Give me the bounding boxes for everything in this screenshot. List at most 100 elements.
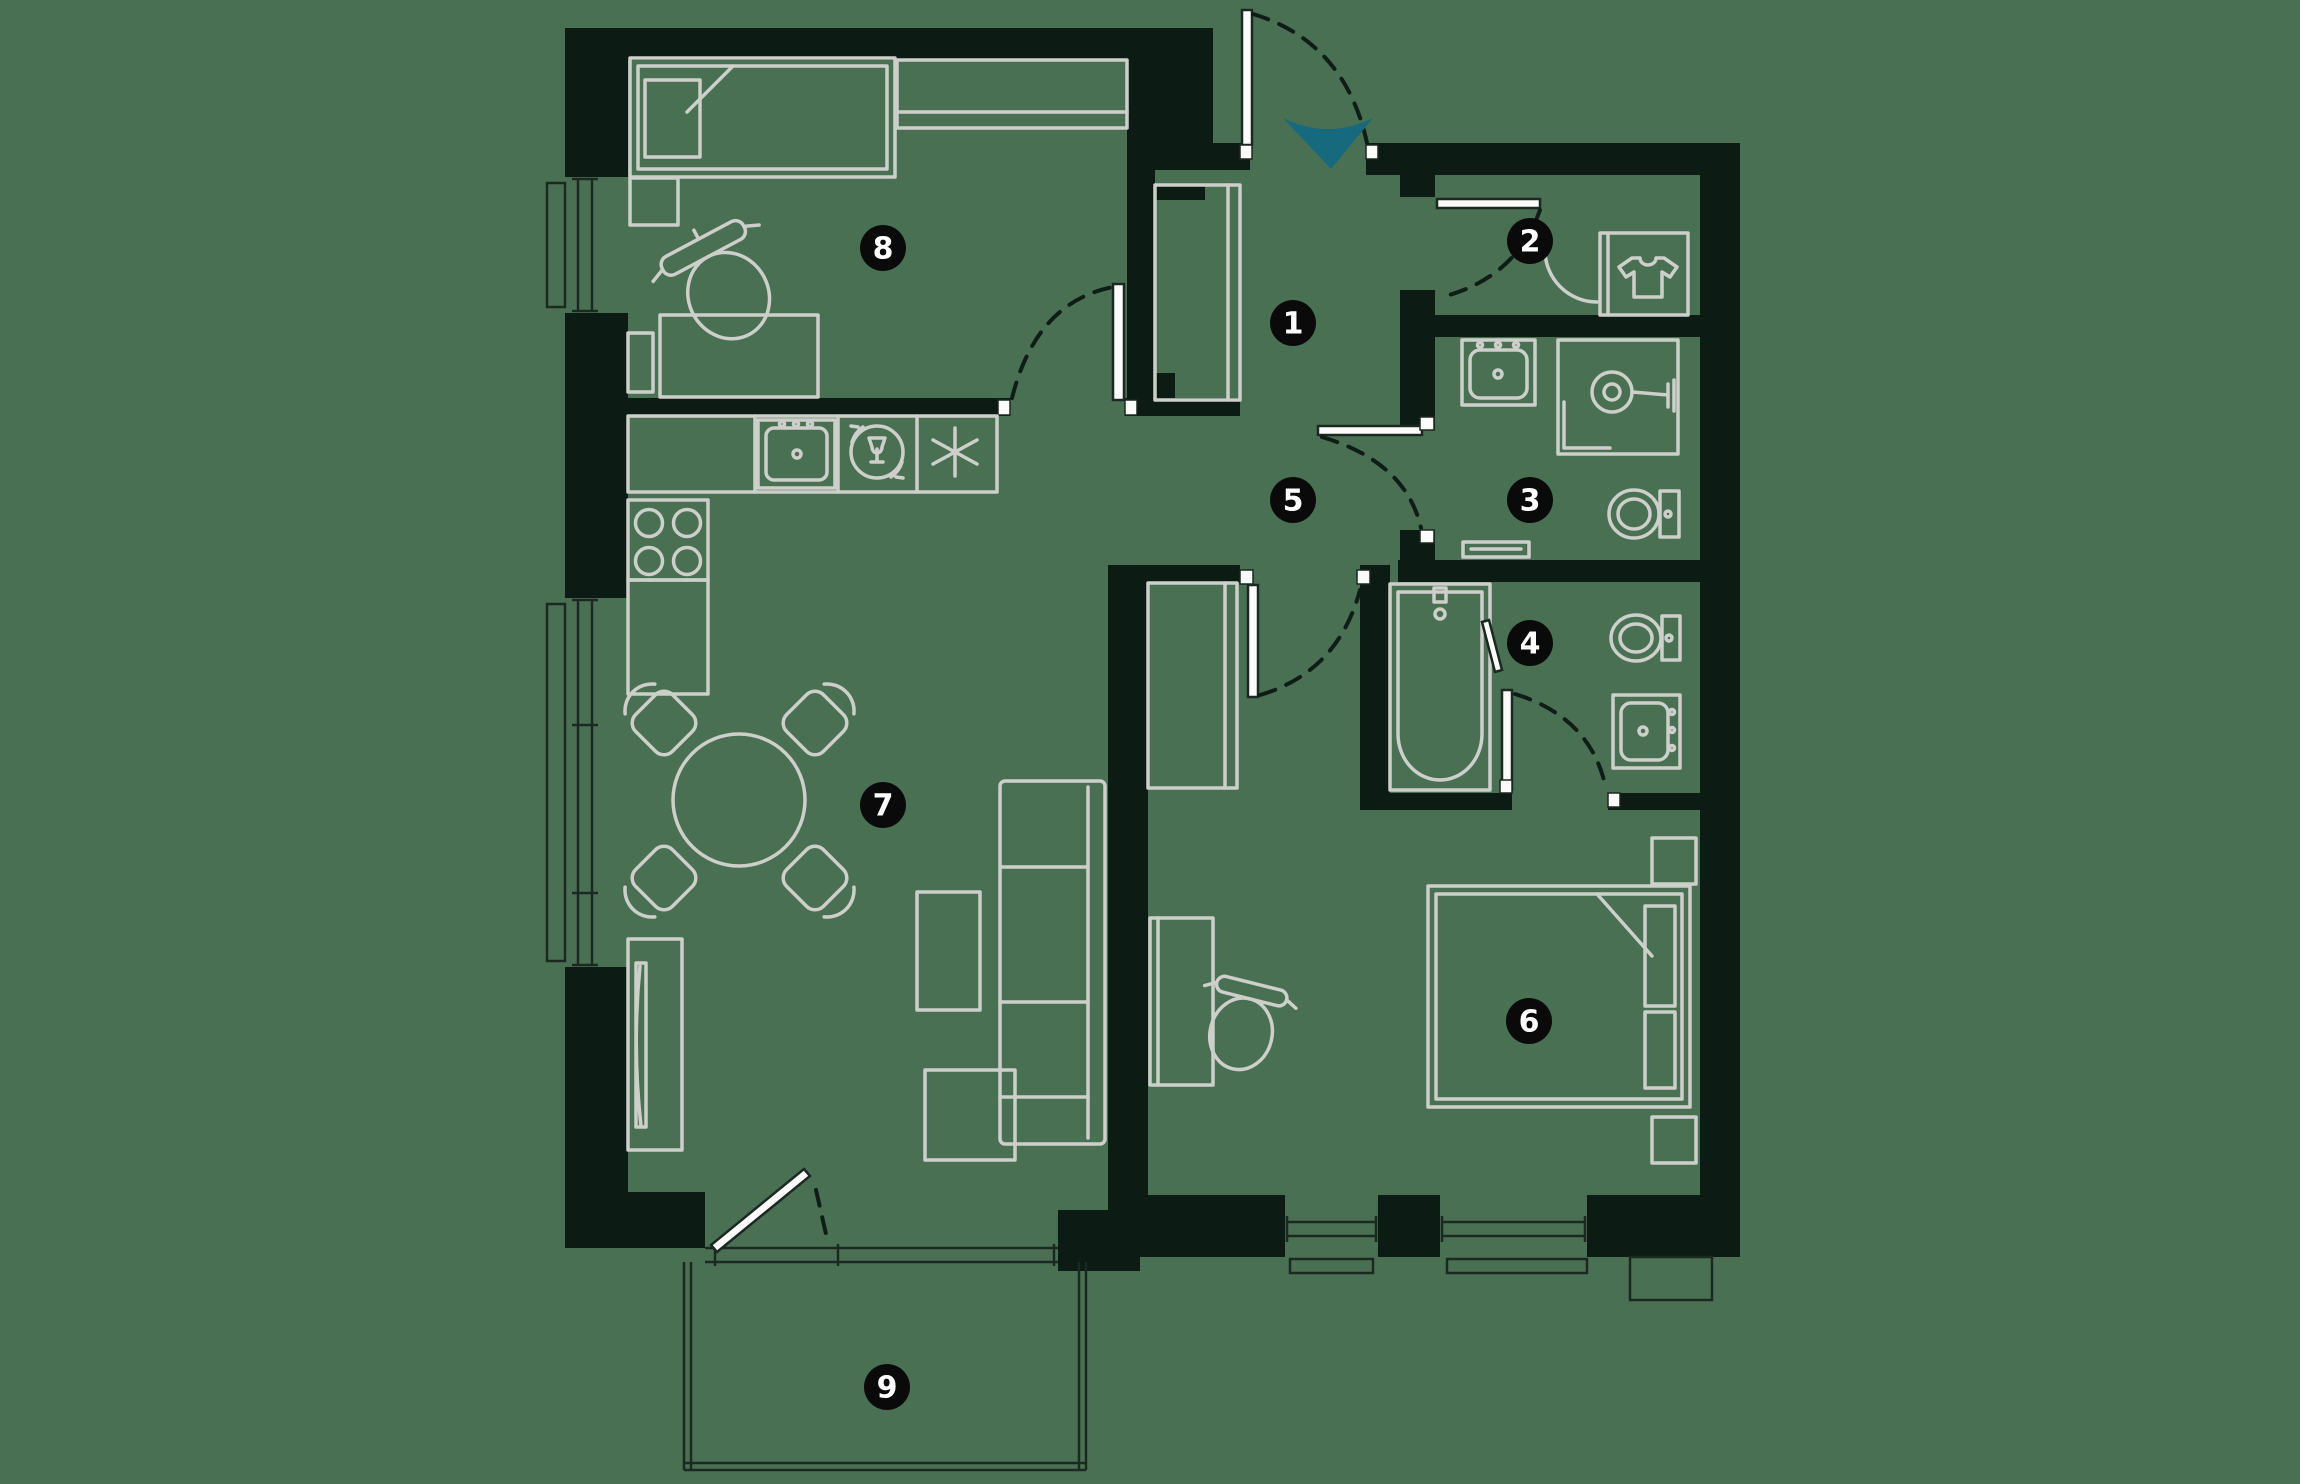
room-number: 3 — [1520, 484, 1541, 519]
room2 — [1435, 197, 1690, 317]
dining-chair — [623, 844, 698, 919]
room8-desk — [658, 313, 820, 399]
corridor-wardrobe — [1146, 581, 1239, 790]
window-sill — [545, 181, 567, 309]
room-marker-circle — [860, 225, 906, 271]
walls — [565, 28, 1740, 1271]
room-marker-4: 4 — [1507, 620, 1553, 666]
pillow — [643, 78, 702, 159]
room-marker-5: 5 — [1270, 477, 1316, 523]
room-marker-circle — [1507, 477, 1553, 523]
room6-door — [1239, 569, 1371, 699]
room8-armchair — [651, 218, 772, 341]
door-leaf — [1500, 688, 1514, 792]
sofa-chaise — [923, 1068, 1017, 1162]
room-marker-circle — [1506, 998, 1552, 1044]
entrance-door-swing — [1251, 12, 1369, 145]
room4-toilet — [1609, 613, 1682, 663]
door-leaf — [1316, 424, 1424, 437]
hallway-wardrobe — [1153, 183, 1242, 402]
window-sill — [1288, 1257, 1375, 1275]
room6-bed — [1426, 884, 1692, 1109]
cabinet-door-swing — [1543, 248, 1599, 304]
room3-door — [1316, 416, 1435, 544]
bathtub — [1388, 582, 1492, 792]
dining-chair — [781, 844, 856, 919]
room3 — [1316, 338, 1681, 559]
window-bottom-1 — [1285, 1208, 1378, 1275]
door-leaf — [1111, 282, 1126, 402]
room-number: 5 — [1283, 484, 1304, 519]
room-marker-2: 2 — [1507, 218, 1553, 264]
room2-cabinet — [1598, 231, 1690, 317]
entrance-door-leaf — [1240, 8, 1254, 147]
room-number: 1 — [1283, 307, 1304, 342]
room-number: 6 — [1519, 1005, 1540, 1040]
room6-nightstand — [1650, 836, 1698, 886]
stove — [626, 498, 710, 696]
window-sill — [1445, 1257, 1589, 1275]
room-markers: 1 2 3 4 5 6 7 8 9 — [860, 218, 1553, 1410]
door-swing — [1513, 692, 1608, 791]
room-marker-6: 6 — [1506, 998, 1552, 1044]
window-left-1 — [545, 177, 628, 313]
room6-chair — [1202, 974, 1298, 1072]
dishwasher-icon — [849, 424, 905, 480]
room-marker-circle — [1270, 477, 1316, 523]
dining-table — [671, 732, 807, 868]
room8-wardrobe — [895, 58, 1129, 130]
room-marker-7: 7 — [860, 782, 906, 828]
kitchen-counter — [626, 414, 999, 494]
dining-chair — [781, 682, 856, 757]
room3-sink — [1460, 338, 1537, 407]
room8-bed — [628, 56, 897, 179]
room-marker-circle — [1270, 300, 1316, 346]
window-bottom-2 — [1440, 1208, 1589, 1275]
room4-door — [1499, 688, 1621, 808]
shirt-icon — [1617, 256, 1679, 299]
balcony-outline — [682, 1244, 1088, 1472]
window-left-2 — [545, 598, 628, 967]
door-swing — [1258, 588, 1362, 697]
room-number: 2 — [1520, 225, 1541, 260]
balcony-door — [709, 1167, 828, 1254]
room-marker-1: 1 — [1270, 300, 1316, 346]
pillow — [1643, 904, 1677, 1008]
room-number: 7 — [873, 789, 894, 824]
entrance-arrow-icon — [1283, 118, 1373, 169]
kitchen-sink — [756, 418, 837, 490]
room-number: 4 — [1520, 627, 1541, 662]
sofa — [923, 779, 1107, 1162]
dining-chair — [623, 682, 698, 757]
room6-nightstand — [1650, 1115, 1698, 1165]
room-number: 9 — [877, 1371, 898, 1406]
room6-desk — [1148, 916, 1215, 1087]
window-sill — [545, 602, 567, 963]
room8-door — [997, 282, 1138, 416]
tv-stand — [626, 937, 684, 1152]
room-marker-circle — [864, 1364, 910, 1410]
bath-screen — [1480, 618, 1504, 674]
room-number: 8 — [873, 232, 894, 267]
room-marker-circle — [1507, 620, 1553, 666]
coffee-table — [915, 890, 982, 1012]
kitchen-cabinet — [626, 578, 710, 696]
room8-nightstand — [628, 176, 680, 227]
snowflake-icon — [931, 426, 979, 478]
door-swing — [1010, 285, 1115, 400]
pillow — [1643, 1010, 1677, 1090]
room-marker-9: 9 — [864, 1364, 910, 1410]
room4 — [1388, 582, 1682, 808]
door-leaf — [1246, 583, 1260, 699]
door-leaf — [1435, 197, 1542, 210]
room3-shower — [1556, 338, 1680, 456]
room-marker-8: 8 — [860, 225, 906, 271]
door-swing — [1320, 435, 1423, 530]
entrance — [1239, 8, 1379, 169]
room-marker-3: 3 — [1507, 477, 1553, 523]
room3-towel-rail — [1461, 540, 1531, 559]
shower-head-icon — [1590, 370, 1634, 414]
room-marker-circle — [1507, 218, 1553, 264]
exterior-step — [1628, 1255, 1714, 1302]
